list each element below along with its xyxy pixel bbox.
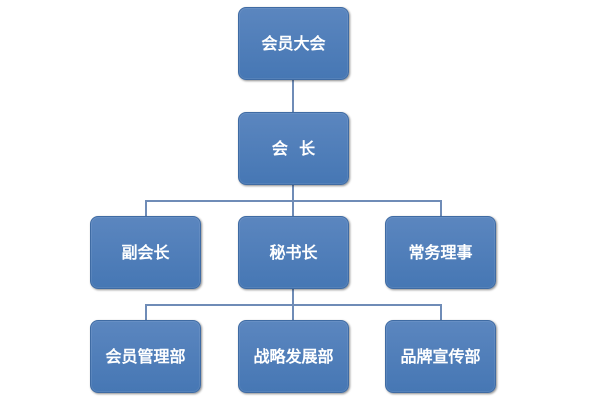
node-secretary-general: 秘书长 bbox=[238, 216, 349, 289]
node-president: 会 长 bbox=[238, 112, 349, 185]
connector-assembly-president bbox=[292, 80, 294, 112]
node-brand-promotion: 品牌宣传部 bbox=[385, 320, 496, 393]
connector-executive-director bbox=[440, 200, 442, 216]
node-member-management: 会员管理部 bbox=[90, 320, 201, 393]
node-vice-president: 副会长 bbox=[90, 216, 201, 289]
connector-brand-promotion bbox=[440, 304, 442, 320]
connector-vice-president bbox=[145, 200, 147, 216]
connector-strategy-development bbox=[292, 304, 294, 320]
connector-member-management bbox=[145, 304, 147, 320]
connector-president-down bbox=[292, 185, 294, 201]
connector-secretary-down bbox=[292, 289, 294, 305]
node-strategy-development: 战略发展部 bbox=[238, 320, 349, 393]
node-executive-director: 常务理事 bbox=[385, 216, 496, 289]
node-member-assembly: 会员大会 bbox=[238, 7, 349, 80]
connector-secretary-general bbox=[292, 200, 294, 216]
